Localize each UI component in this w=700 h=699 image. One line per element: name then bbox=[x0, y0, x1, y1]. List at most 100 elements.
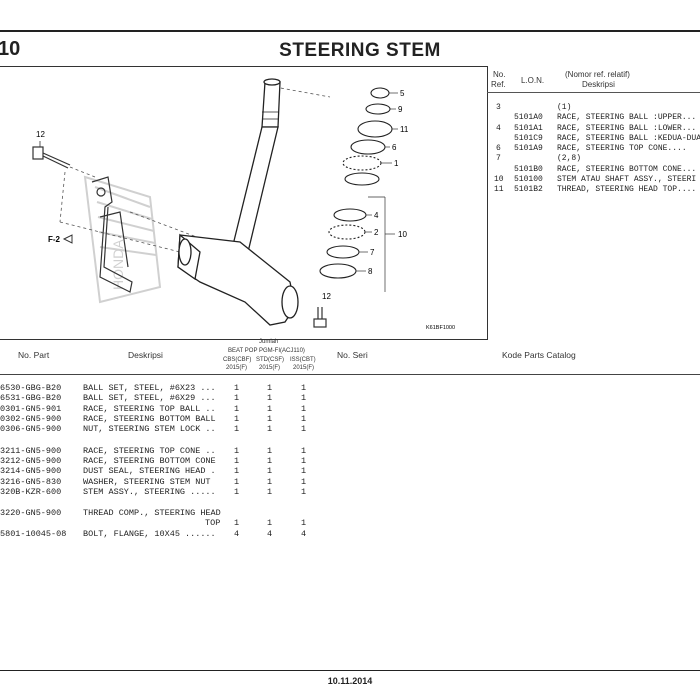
page-title: STEERING STEM bbox=[279, 40, 441, 61]
part-number: 0302-GN5-900 bbox=[0, 414, 62, 424]
qty-std: 1 bbox=[267, 414, 273, 424]
qty-iss: 1 bbox=[301, 466, 307, 476]
callout-12-a: 12 bbox=[36, 130, 45, 139]
part-desc-cont: TOP bbox=[205, 518, 221, 528]
col-sub-2: STD(CSF) bbox=[256, 357, 284, 363]
cable-guide-bracket bbox=[91, 176, 133, 293]
table-header-rule bbox=[0, 374, 700, 375]
part-desc: BALL SET, STEEL, #6X23 ... bbox=[83, 383, 216, 393]
callout-4: 4 bbox=[374, 211, 379, 220]
part-desc: RACE, STEERING TOP BALL .. bbox=[83, 404, 216, 414]
ref-row-ref: 7 bbox=[496, 154, 501, 163]
footer-date: 10.11.2014 bbox=[327, 676, 373, 686]
callout-6: 6 bbox=[392, 143, 397, 152]
ref-col-ref: Ref. bbox=[491, 80, 506, 89]
ref-row-ref: 11 bbox=[494, 185, 504, 194]
part-number: 0306-GN5-900 bbox=[0, 424, 62, 434]
callout-1: 1 bbox=[394, 159, 399, 168]
part-desc: NUT, STEERING STEM LOCK .. bbox=[83, 424, 216, 434]
footer-rule bbox=[0, 670, 700, 671]
qty-cbs: 4 bbox=[234, 529, 240, 539]
qty-iss: 1 bbox=[301, 424, 307, 434]
steering-stem bbox=[177, 78, 299, 326]
col-year-1: 2015(F) bbox=[226, 365, 248, 371]
qty-std: 1 bbox=[267, 487, 273, 497]
qty-cbs: 1 bbox=[234, 404, 240, 414]
col-models: BEAT POP PGM-FI(ACJ110) bbox=[228, 348, 305, 354]
part-number: 3216-GN5-830 bbox=[0, 477, 62, 487]
ref-row-ref: 3 bbox=[496, 103, 501, 112]
part-number: 5801-10045-08 bbox=[0, 529, 67, 539]
ref-col-lon: L.O.N. bbox=[521, 76, 545, 85]
honda-wing-watermark: HONDA bbox=[83, 175, 162, 304]
qty-iss: 1 bbox=[301, 414, 307, 424]
part-desc: WASHER, STEERING STEM NUT bbox=[83, 477, 211, 487]
callout-8: 8 bbox=[368, 267, 373, 276]
part-desc: BOLT, FLANGE, 10X45 ...... bbox=[83, 529, 216, 539]
ref-row-desc: RACE, STEERING BALL :KEDUA-DUAN bbox=[557, 134, 700, 143]
qty-std: 1 bbox=[267, 393, 273, 403]
ref-row-desc: (1) bbox=[557, 103, 572, 112]
qty-std: 1 bbox=[267, 518, 273, 528]
ref-col-desc-top: (Nomor ref. relatif) bbox=[565, 70, 630, 79]
reference-panel bbox=[487, 66, 700, 338]
part-number: 3212-GN5-900 bbox=[0, 456, 62, 466]
part-number: 3211-GN5-900 bbox=[0, 446, 62, 456]
qty-std: 1 bbox=[267, 477, 273, 487]
qty-iss: 1 bbox=[301, 383, 307, 393]
qty-iss: 1 bbox=[301, 446, 307, 456]
figure-ref-f2: F-2 bbox=[48, 235, 61, 244]
bearing-stack-upper bbox=[342, 87, 393, 186]
qty-cbs: 1 bbox=[234, 383, 240, 393]
callout-2: 2 bbox=[374, 228, 379, 237]
qty-cbs: 1 bbox=[234, 487, 240, 497]
bolt-12-upper bbox=[32, 146, 71, 169]
callout-7: 7 bbox=[370, 248, 375, 257]
diagram-code: K61BF1000 bbox=[426, 325, 455, 331]
part-desc: RACE, STEERING TOP CONE .. bbox=[83, 446, 216, 456]
part-number: 3220-GN5-900 bbox=[0, 508, 62, 518]
ref-col-desc: Deskripsi bbox=[582, 80, 615, 89]
qty-iss: 1 bbox=[301, 487, 307, 497]
qty-cbs: 1 bbox=[234, 456, 240, 466]
figure-number: 10 bbox=[0, 38, 21, 60]
qty-iss: 1 bbox=[301, 477, 307, 487]
part-number: 0301-GN5-901 bbox=[0, 404, 62, 414]
qty-std: 1 bbox=[267, 466, 273, 476]
ref-row-lon: 5101A0 bbox=[514, 113, 543, 122]
part-desc: STEM ASSY., STEERING ..... bbox=[83, 487, 216, 497]
ref-row-desc: (2,8) bbox=[557, 154, 582, 163]
qty-cbs: 1 bbox=[234, 518, 240, 528]
col-sub-3: ISS(CBT) bbox=[290, 357, 316, 363]
qty-iss: 1 bbox=[301, 456, 307, 466]
ref-row-lon: 5101A9 bbox=[514, 144, 543, 153]
ref-row-ref: 10 bbox=[494, 175, 504, 184]
callout-5: 5 bbox=[400, 89, 405, 98]
qty-cbs: 1 bbox=[234, 446, 240, 456]
ref-row-desc: RACE, STEERING BALL :LOWER... bbox=[557, 124, 697, 133]
qty-iss: 1 bbox=[301, 518, 307, 528]
qty-cbs: 1 bbox=[234, 414, 240, 424]
watermark-text: HONDA bbox=[110, 239, 126, 290]
exploded-diagram: HONDA 12 bbox=[0, 66, 488, 340]
callout-9: 9 bbox=[398, 105, 403, 114]
col-no-part: No. Part bbox=[18, 350, 50, 360]
col-year-3: 2015(F) bbox=[293, 365, 315, 371]
qty-std: 1 bbox=[267, 383, 273, 393]
part-desc: RACE, STEERING BOTTOM CONE bbox=[83, 456, 216, 466]
part-desc: DUST SEAL, STEERING HEAD . bbox=[83, 466, 216, 476]
qty-std: 1 bbox=[267, 424, 273, 434]
col-year-2: 2015(F) bbox=[259, 365, 281, 371]
top-rule bbox=[0, 30, 700, 32]
bolt-12-lower bbox=[313, 307, 327, 328]
table-row: 6530-GBG-B20 bbox=[0, 383, 61, 393]
ref-col-no: No. bbox=[493, 70, 506, 79]
ref-row-lon: 5101B2 bbox=[514, 185, 543, 194]
part-number: 6531-GBG-B20 bbox=[0, 393, 62, 403]
qty-std: 1 bbox=[267, 446, 273, 456]
callout-10: 10 bbox=[398, 230, 407, 239]
ref-row-desc: STEM ATAU SHAFT ASSY., STEERI bbox=[557, 175, 697, 184]
part-desc: BALL SET, STEEL, #6X29 ... bbox=[83, 393, 216, 403]
qty-std: 1 bbox=[267, 456, 273, 466]
